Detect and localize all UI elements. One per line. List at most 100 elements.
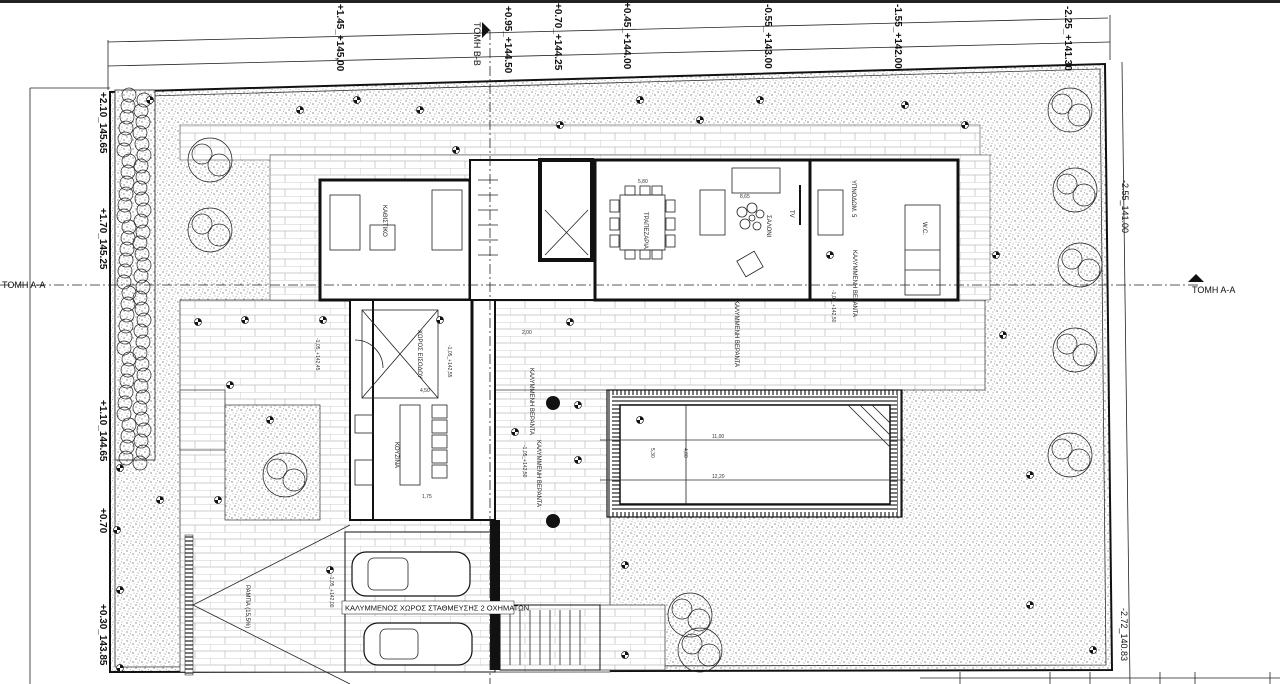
hedge-tree-icon [134, 411, 150, 427]
level-marker-fill [214, 496, 222, 504]
section-aa-label: ΤΟΜΗ Α-Α [1192, 285, 1235, 295]
entrance-width: 4,50 [420, 388, 430, 394]
level-marker-fill [319, 316, 327, 324]
tree-icon [191, 143, 213, 165]
hedge-tree-icon [135, 114, 151, 130]
pool-inner-width: 4,00 [682, 448, 688, 458]
tree-icon [667, 592, 713, 638]
room-wc: W.C. [921, 222, 927, 235]
hedge-tree-icon [135, 224, 151, 240]
level-marker-fill [511, 428, 519, 436]
level-marker-fill [241, 316, 249, 324]
tree-icon [681, 633, 703, 655]
hedge-tree-icon [117, 395, 133, 411]
hedge-tree-icon [136, 147, 152, 163]
hedge-tree-icon [135, 444, 151, 460]
hedge-tree-icon [135, 279, 151, 295]
level-marker-fill [696, 116, 704, 124]
hedge-tree-icon [121, 285, 137, 301]
hedge-tree-icon [132, 125, 148, 141]
top-elevation-labels: +1.45_+145,00 +0.95_+144.50 +0.70_+144.2… [334, 2, 1073, 74]
tree-icon [1052, 167, 1098, 213]
elevation-label: +0.70 [97, 508, 108, 534]
elevation-label: +0.45_+144.00 [621, 2, 632, 70]
room-veranda: ΚΑΛΥΜΜΕΝΗ ΒΕΡΑΝΤΑ [851, 250, 857, 317]
dimension-texts: 11,00 12,20 4,00 5,30 8,65 5,80 1,75 4,5… [420, 179, 750, 500]
hedge-tree-icon [134, 191, 150, 207]
hedge-tree-icon [120, 428, 136, 444]
hedge-tree-icon [135, 169, 151, 185]
large-trees [187, 87, 1103, 673]
level-marker-fill [636, 416, 644, 424]
car-1 [351, 551, 471, 597]
room-labels: ΚΑΘΙΣΤΙΚΟ ΣΑΛΟΝΙ ΤΡΑΠΕΖΑΡΙΑ ΥΠΝΟΔΩΜ. 5 Κ… [244, 180, 927, 628]
level-marker-fill [621, 561, 629, 569]
tree-icon [1051, 438, 1073, 460]
level-marker-fill [113, 526, 121, 534]
level-marker-fill [226, 381, 234, 389]
hedge-tree-icon [133, 103, 149, 119]
hedge-tree-icon [120, 164, 136, 180]
pool-outer-length: 12,20 [712, 474, 725, 480]
level-marker-fill [556, 121, 564, 129]
hedge-tree-icon [118, 186, 134, 202]
hedge-tree-icon [135, 389, 151, 405]
level-marker-fill [992, 251, 1000, 259]
pool-inner-length: 11,00 [712, 434, 724, 440]
tree-icon [1052, 327, 1098, 373]
hedge-tree-icon [116, 406, 132, 422]
level-marker-fill [1026, 471, 1034, 479]
tv-label: TV [788, 210, 794, 218]
left-elevation-labels: +2.10_145.65 +1.70_145.25 +1.10_144.65 +… [97, 92, 108, 666]
room-veranda: ΚΑΛΥΜΜΕΝΗ ΒΕΡΑΝΤΑ [528, 368, 534, 435]
hedge-tree-icon [133, 268, 149, 284]
room-salon: ΣΑΛΟΝΙ [765, 215, 771, 238]
spot-levels: -1,05_+142,55 -1,05_+142,50 -1,05_+142,4… [314, 290, 836, 608]
tree-icon [207, 223, 231, 247]
elevation-label: -0.55_+143.00 [762, 4, 773, 69]
elevation-label: -2.55_141.00 [1120, 180, 1130, 233]
section-aa-label-left: ΤΟΜΗ Α-Α [2, 280, 45, 290]
spot-level: -1,05_+142,55 [446, 345, 452, 378]
tree-icon [1067, 103, 1091, 127]
level-marker-fill [116, 586, 124, 594]
hedge-tree-icon [136, 312, 152, 328]
dimension-lines [29, 15, 1280, 684]
spot-level: -1,05_+142,50 [521, 445, 527, 478]
level-marker-fill [574, 401, 582, 409]
hedge-tree-icon [121, 87, 137, 103]
hedge-tree-icon [117, 263, 133, 279]
level-marker-fill [756, 96, 764, 104]
level-marker-fill [1089, 646, 1097, 654]
section-bb-label: ΤΟΜΗ Β-Β [472, 22, 482, 66]
hedge-tree-icon [117, 197, 133, 213]
elevation-label: -1.55_+142.00 [892, 4, 903, 69]
hedge-tree-icon [116, 208, 132, 224]
hedge-tree-icon [133, 433, 149, 449]
window-top-border [0, 0, 1280, 3]
level-marker-fill [266, 416, 274, 424]
tree-icon [1061, 248, 1083, 270]
tree-icon [191, 213, 213, 235]
parking-label-backing [341, 600, 515, 615]
elevation-label: +0.95_+144.50 [502, 6, 513, 74]
hedge-tree-icon [121, 219, 137, 235]
hedge-tree-icon [134, 136, 150, 152]
level-marker-fill [961, 121, 969, 129]
tree-icon [1047, 432, 1093, 478]
car-2 [363, 622, 473, 666]
room-veranda: ΚΑΛΥΜΜΕΝΗ ΒΕΡΑΝΤΑ [535, 440, 541, 507]
hedge-tree-icon [134, 246, 150, 262]
room-entrance: ΧΩΡΟΣ ΕΙΣΟΔΟΥ [416, 330, 422, 379]
hedge-tree-icon [118, 384, 134, 400]
hedge-tree-icon [132, 455, 148, 471]
tree-icon [697, 643, 721, 667]
tree-icon [1056, 173, 1078, 195]
site-boundary-inner [114, 68, 1107, 668]
hedge-tree-icon [116, 274, 132, 290]
tree-icon [687, 608, 711, 632]
level-marker-fill [621, 651, 629, 659]
spot-level: -1,05_+142,00 [328, 575, 334, 608]
section-line-aa: ΤΟΜΗ Α-Α ΤΟΜΗ Α-Α [0, 274, 1235, 295]
